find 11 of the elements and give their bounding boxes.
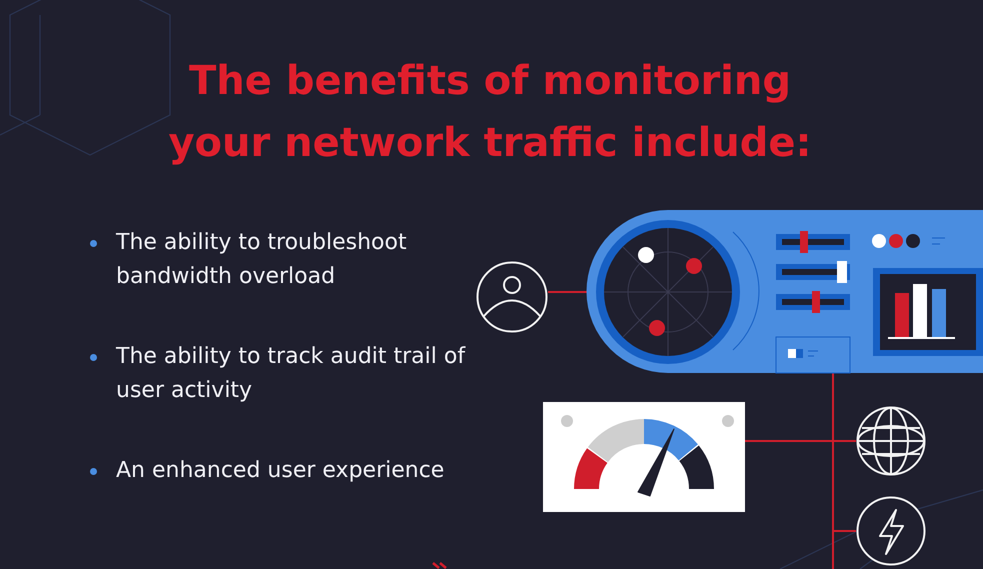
- connector-line: [548, 291, 588, 293]
- globe-icon: [856, 406, 926, 476]
- bullet-text: An enhanced user experience: [116, 457, 446, 485]
- user-icon: [476, 261, 548, 333]
- connector-line: [832, 373, 834, 569]
- bullet-text: The ability to track audit trail of user activity: [116, 343, 466, 405]
- bullet-text: The ability to troubleshoot bandwidth overload: [116, 229, 408, 291]
- lightning-icon: [856, 496, 926, 566]
- gauge-drawing: [543, 402, 745, 512]
- dashboard-drawing: [588, 210, 983, 373]
- heading: The benefits of monitoring your network traffic include:: [167, 57, 813, 168]
